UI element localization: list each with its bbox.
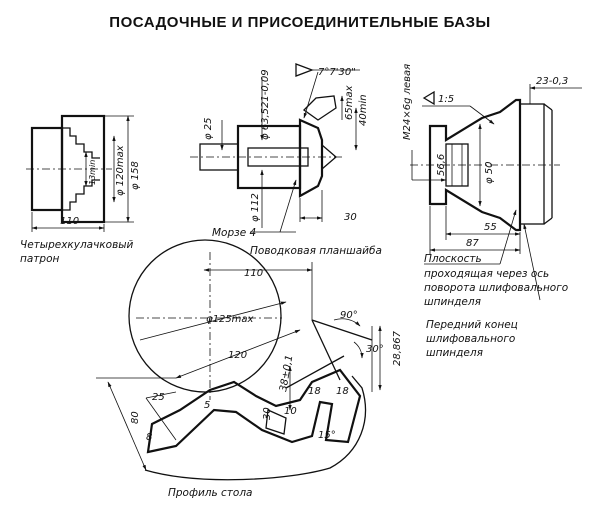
table-profile: 110 φ125max 120 90° 30° 28,867 38±0,1 18… [96, 239, 403, 499]
table-w18b-label: 18 [336, 386, 349, 397]
spindle-flange [519, 103, 545, 225]
faceplate-d112-label: φ 112 [250, 193, 261, 222]
dia-leader [139, 301, 287, 341]
table-d125-label: φ125max [206, 314, 254, 325]
chuck-outer-dia-label: φ 158 [130, 161, 141, 190]
spindle-d56-label: 56,6 [436, 154, 447, 176]
faceplate-r40-label: 40min [358, 94, 369, 126]
table-h28-label: 28,867 [392, 330, 403, 366]
table-w8-label: 8 [146, 432, 152, 443]
spindle-len55-label: 55 [484, 222, 497, 233]
table-w5-label: 5 [204, 400, 210, 411]
table-a15-label: 15° [318, 430, 336, 441]
faceplate-disc [298, 118, 324, 198]
table-a30-label: 30° [366, 344, 384, 355]
table-r120-label: 120 [228, 350, 247, 361]
faceplate-d25-label: φ 25 [203, 118, 214, 141]
table-a90-label: 90° [340, 310, 358, 321]
table-h80-label: 80 [130, 411, 141, 424]
faceplate-r65-label: 65max [344, 85, 355, 120]
faceplate-d63-label: φ 63,521-0,09 [260, 69, 271, 140]
spindle-len23-label: 23-0,3 [536, 76, 568, 87]
faceplate-caption: Поводковая планшайба [250, 245, 382, 257]
spindle-thread-label: M24×6g левая [402, 64, 413, 140]
table-outline-arc [144, 375, 367, 481]
profile-face-line [311, 319, 373, 341]
taper-angle-label: 7°7'30" [318, 67, 356, 78]
plane-caption-2: проходящая через ось [424, 268, 549, 280]
page-title: ПОСАДОЧНЫЕ И ПРИСОЕДИНИТЕЛЬНЫЕ БАЗЫ [109, 14, 491, 31]
drive-pin [302, 95, 337, 121]
table-w110-label: 110 [244, 268, 263, 279]
faceplate-len30-label: 30 [344, 212, 357, 223]
chuck-caption-2: патрон [20, 253, 60, 265]
chuck-depth-label: 13min [88, 160, 97, 185]
chuck-bore-dia-label: φ 120max [115, 145, 126, 196]
table-w10-label: 10 [284, 406, 297, 417]
spindle-len87-label: 87 [466, 238, 479, 249]
four-jaw-chuck: 110 φ 158 φ 120max 13min Четырехкулачков… [20, 114, 141, 265]
spindle-d50-label: φ 50 [484, 162, 495, 185]
chuck-caption-1: Четырехкулачковый [20, 239, 134, 251]
plane-caption-1: Плоскость [424, 253, 482, 265]
jaw-steps-bottom [62, 179, 100, 211]
spindle-end-caption-2: шлифовального [426, 333, 515, 345]
spindle-body [428, 98, 522, 232]
driving-faceplate: 7°7'30" φ 25 φ 63,521-0,09 φ 112 65max 4… [190, 63, 382, 257]
morse-taper-label: Морзе 4 [212, 227, 256, 239]
table-h30-label: 30 [262, 407, 273, 420]
spindle-end-caption-1: Передний конец [426, 319, 518, 331]
table-profile-shape [146, 368, 362, 454]
cone-symbol [422, 90, 435, 106]
spindle-end-caption-3: шпинделя [426, 347, 483, 359]
spindle-nose: 1:5 23-0,3 M24×6g левая 56,6 φ 50 55 87 … [402, 64, 582, 359]
plane-caption-3: поворота шлифовального [424, 282, 568, 294]
chuck-width-label: 110 [60, 216, 79, 227]
spindle-taper-label: 1:5 [438, 94, 454, 105]
work-envelope-circle [128, 239, 282, 393]
table-w18a-label: 18 [308, 386, 321, 397]
table-h38-label: 38±0,1 [278, 354, 295, 392]
plane-caption-4: шпинделя [424, 296, 481, 308]
jaw-steps-top [62, 127, 100, 159]
table-w25-label: 25 [152, 392, 165, 403]
taper-symbol [295, 63, 314, 77]
table-caption: Профиль стола [168, 487, 252, 499]
